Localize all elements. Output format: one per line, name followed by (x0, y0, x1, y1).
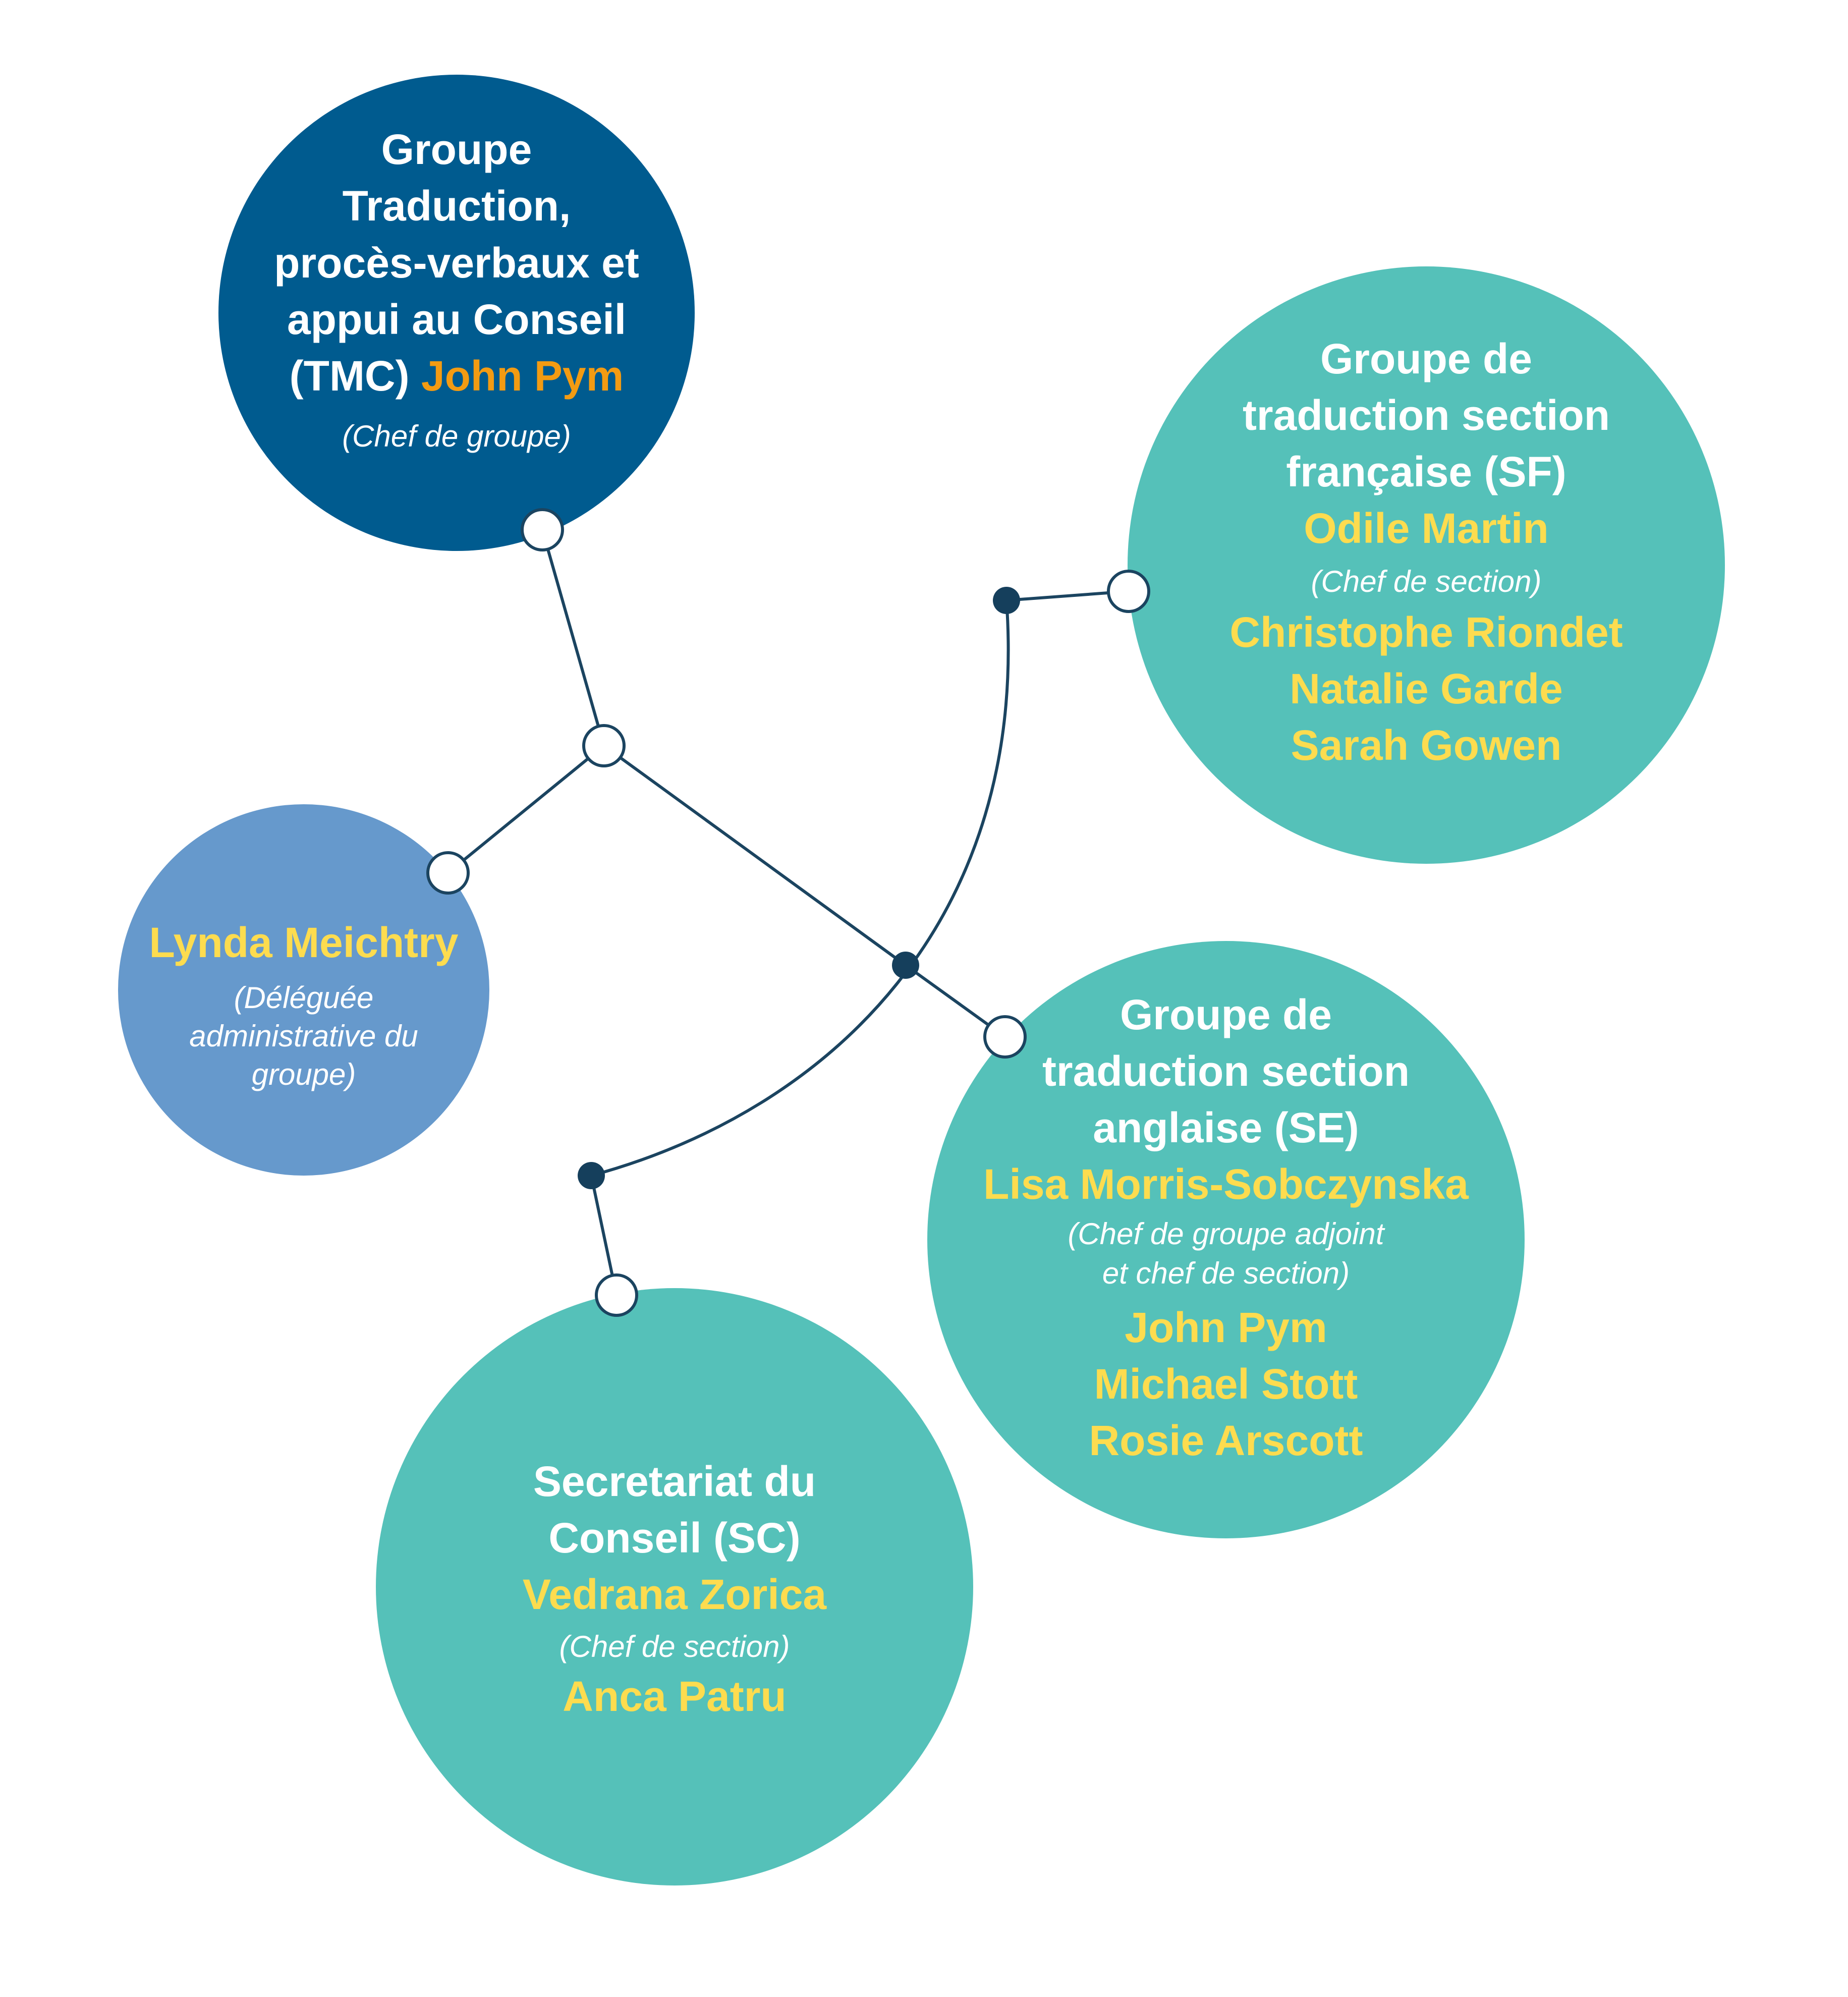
tmc-node: Groupe Traduction, procès-verbaux et app… (274, 126, 639, 453)
se-connector-node (983, 1015, 1027, 1059)
admin-role-line: (Déléguée (234, 981, 374, 1015)
sf-node: Groupe de traduction section française (… (1229, 335, 1622, 769)
tmc-connector-node (521, 508, 564, 551)
sf-title-line: Groupe de (1320, 335, 1532, 382)
admin-role-line: groupe) (252, 1058, 356, 1091)
sf-circle (1128, 266, 1725, 864)
connector-arc (591, 600, 1010, 1177)
hub-connector-node (582, 724, 626, 767)
connector-tmc-hub (541, 529, 605, 746)
se-member: Michael Stott (1094, 1360, 1358, 1408)
admin-role-line: administrative du (189, 1019, 418, 1053)
se-title-line: anglaise (SE) (1093, 1104, 1359, 1151)
tmc-circle (218, 75, 695, 551)
se-node: Groupe de traduction section anglaise (S… (983, 991, 1469, 1464)
sf-head-role: (Chef de section) (1311, 565, 1542, 598)
sf-title-line: traduction section (1243, 392, 1610, 439)
sc-head-name: Vedrana Zorica (523, 1571, 827, 1618)
se-member: Rosie Arscott (1089, 1417, 1363, 1464)
sc-head-role: (Chef de section) (559, 1630, 790, 1663)
sc-member: Anca Patru (563, 1673, 786, 1720)
sc-title-line: Conseil (SC) (548, 1514, 800, 1562)
tmc-abbrev: (TMC) (290, 352, 410, 400)
admin-connector-node (426, 851, 470, 895)
junction-dot-bottom (578, 1162, 605, 1189)
tmc-head-role: (Chef de groupe) (342, 419, 571, 453)
connector-hub-junction (603, 744, 907, 967)
se-title-line: traduction section (1042, 1047, 1410, 1095)
admin-head-name: Lynda Meichtry (149, 919, 458, 966)
sf-connector-node (1107, 570, 1150, 613)
tmc-head-name: John Pym (421, 352, 624, 400)
tmc-title-line: procès-verbaux et (274, 239, 639, 287)
sf-member: Sarah Gowen (1291, 722, 1562, 769)
sf-title-line: française (SF) (1286, 448, 1566, 495)
se-member: John Pym (1125, 1304, 1327, 1351)
se-head-name: Lisa Morris-Sobczynska (983, 1160, 1469, 1208)
se-title-line: Groupe de (1120, 991, 1332, 1038)
sc-node: Secretariat du Conseil (SC) Vedrana Zori… (523, 1458, 827, 1720)
tmc-title-line: appui au Conseil (287, 296, 626, 343)
admin-node: Lynda Meichtry (Déléguée administrative … (149, 919, 458, 1091)
connector-hub-admin (447, 744, 605, 874)
sf-member: Natalie Garde (1290, 665, 1563, 712)
junction-dot-top (993, 587, 1020, 614)
tmc-title-line-abbrev: (TMC) John Pym (290, 352, 624, 400)
sc-title-line: Secretariat du (533, 1458, 816, 1505)
sc-circle (376, 1288, 973, 1885)
connectors (447, 529, 1129, 1296)
se-head-role-line: et chef de section) (1102, 1256, 1350, 1290)
sf-head-name: Odile Martin (1304, 505, 1548, 552)
admin-circle (118, 804, 489, 1176)
junction-dot-middle (892, 952, 919, 979)
tmc-title-line: Groupe (381, 126, 532, 173)
sc-connector-node (595, 1273, 638, 1317)
se-head-role-line: (Chef de groupe adjoint (1068, 1217, 1385, 1251)
tmc-title-line: Traduction, (343, 182, 571, 230)
se-circle (927, 941, 1525, 1538)
sf-member: Christophe Riondet (1229, 608, 1622, 656)
